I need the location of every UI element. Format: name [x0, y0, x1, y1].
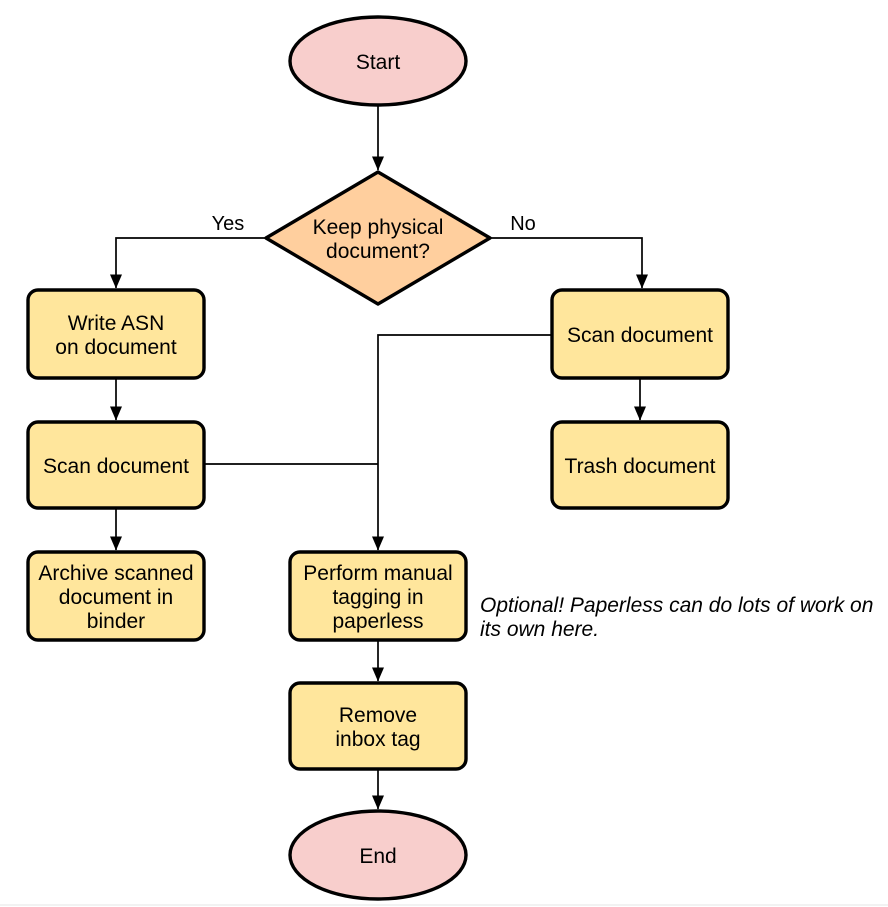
node-scan-document-left-shape [26, 420, 206, 510]
node-start: Start [288, 15, 468, 107]
node-scan-document-right-shape [550, 288, 730, 380]
edge-yes-branch [110, 237, 266, 289]
node-end-shape [288, 809, 468, 901]
note-optional: Optional! Paperless can do lots of work … [480, 594, 873, 641]
node-start-shape [288, 15, 468, 107]
node-archive-in-binder-shape [26, 550, 206, 642]
node-start-label: Start [356, 51, 401, 74]
edge-layer [110, 105, 648, 810]
node-scan-document-right: Scan document [550, 288, 730, 380]
edge-no-branch [490, 237, 648, 289]
node-trash-document-label: Trash document [565, 455, 716, 478]
edge-scan-right-to-tagging [372, 334, 552, 551]
node-end: End [288, 809, 468, 901]
node-manual-tagging-shape [288, 550, 468, 642]
node-scan-document-left: Scan document [26, 420, 206, 510]
edge-label-no-branch: No [510, 213, 536, 235]
node-write-asn-shape [26, 288, 206, 380]
node-decision-keep-physical-shape [264, 170, 492, 306]
edge-label-yes-branch: Yes [212, 213, 245, 235]
node-scan-document-left-label: Scan document [43, 455, 189, 478]
node-trash-document: Trash document [550, 420, 730, 510]
node-trash-document-shape [550, 420, 730, 510]
node-end-label: End [359, 845, 396, 868]
node-remove-inbox-tag-shape [288, 681, 468, 771]
node-scan-document-right-label: Scan document [567, 324, 713, 347]
